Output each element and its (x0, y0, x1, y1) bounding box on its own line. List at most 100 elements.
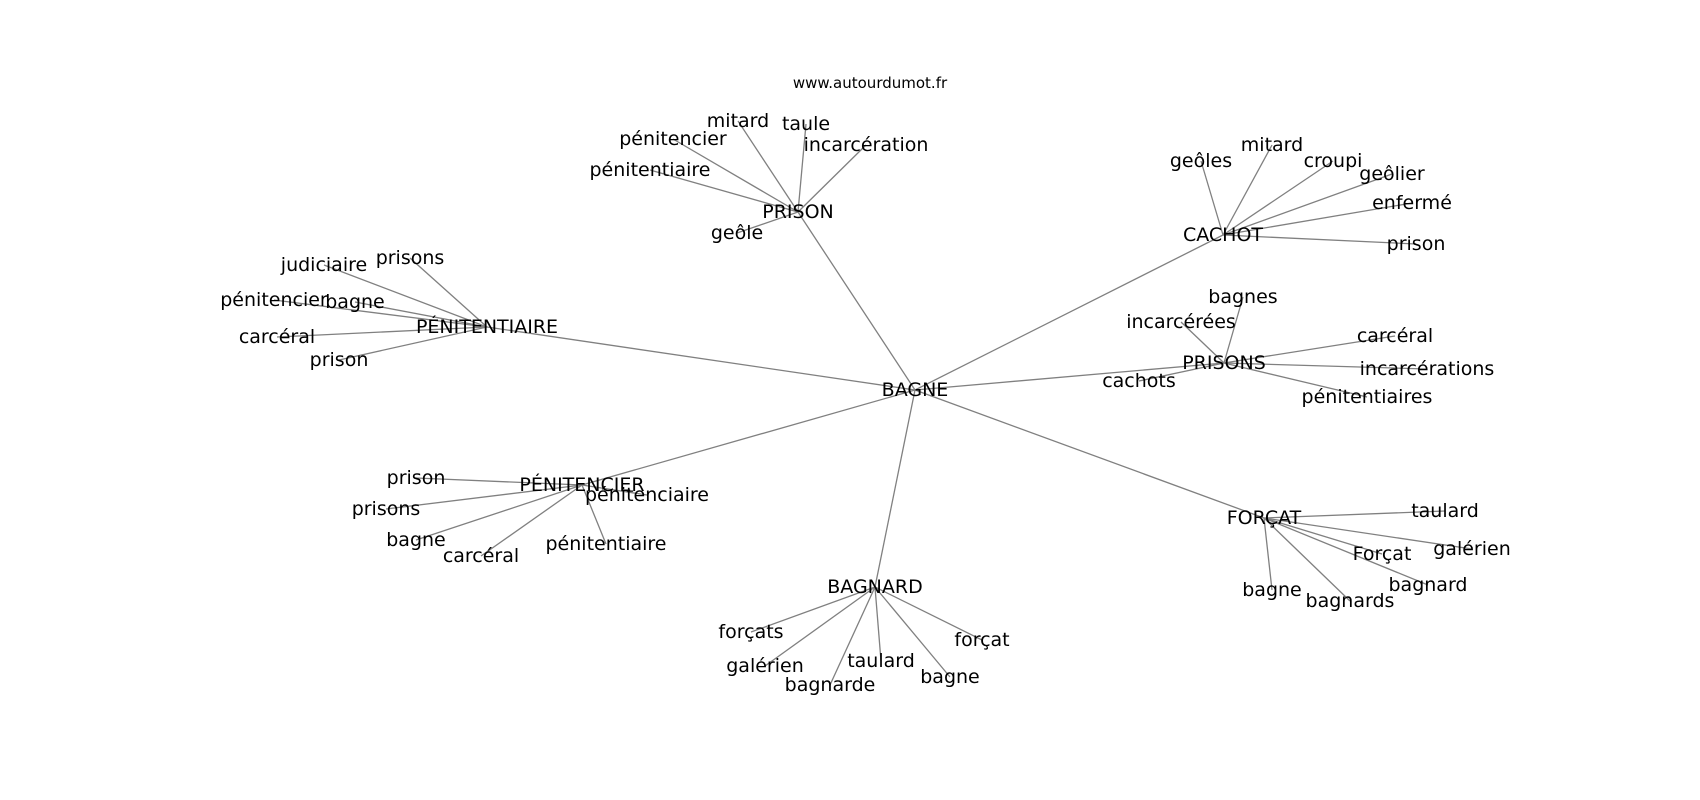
edge-penitentiaire-judiciaire (323, 264, 488, 328)
edge-forcat-forcat (1263, 517, 1383, 555)
leaf-node-penitentiaire: pénitentiaire (546, 533, 667, 555)
edge-bagnard-taulard (874, 586, 882, 662)
hub-node-penitentiaire: PÉNITENTIAIRE (416, 315, 558, 338)
hub-node-prison: PRISON (762, 201, 834, 223)
leaf-node-bagnarde: bagnarde (785, 674, 876, 696)
leaf-node-penitencier: pénitencier (619, 128, 727, 150)
leaf-node-carceral: carcéral (443, 545, 519, 567)
edge-prisons-bagnes (1223, 296, 1244, 364)
leaf-node-bagne: bagne (920, 666, 980, 688)
edge-penitencier-prisons (385, 484, 583, 510)
leaf-node-taulard: taulard (847, 650, 915, 672)
edge-forcat-taulard (1263, 510, 1446, 519)
edge-center-cachot (914, 234, 1224, 391)
edge-cachot-geolier (1222, 173, 1393, 236)
edge-bagnard-bagne (874, 586, 951, 678)
leaf-node-incarcerees: incarcérées (1126, 311, 1236, 333)
leaf-node-judiciaire: judiciaire (280, 254, 367, 276)
hub-node-prisons: PRISONS (1182, 352, 1266, 374)
leaf-node-incarcerations: incarcérations (1360, 358, 1495, 380)
edge-layer (273, 120, 1473, 686)
hub-node-cachot: CACHOT (1183, 224, 1263, 246)
edge-center-prisons (914, 362, 1225, 391)
edge-forcat-bagnard (1263, 517, 1429, 586)
leaf-node-carceral: carcéral (239, 326, 315, 348)
edge-penitentiaire-penitencier (273, 299, 488, 328)
edge-penitencier-carceral (480, 484, 583, 557)
hub-node-forcat: FORÇAT (1227, 507, 1302, 529)
edge-prisons-cachots (1138, 362, 1225, 382)
edge-cachot-croupi (1222, 160, 1334, 236)
edge-penitentiaire-prisons (409, 257, 488, 328)
leaf-node-bagne: bagne (386, 529, 446, 551)
edge-center-penitentiaire (486, 326, 916, 391)
edge-prison-geole (736, 211, 799, 234)
edge-center-penitencier (581, 389, 916, 486)
edge-bagnard-forcats (750, 586, 876, 633)
leaf-node-forcat: forçat (954, 629, 1009, 651)
leaf-node-forcats: forçats (718, 621, 783, 643)
edge-prisons-incarcerations (1223, 362, 1428, 370)
leaf-node-taulard: taulard (1411, 500, 1479, 522)
site-url: www.autourdumot.fr (793, 74, 948, 92)
leaf-node-galerien: galérien (1433, 538, 1511, 560)
edge-penitentiaire-bagne (354, 301, 488, 328)
edge-forcat-bagne (1263, 517, 1273, 591)
edge-bagnard-galerien (764, 586, 876, 667)
edge-penitencier-penitenciaire (581, 484, 648, 496)
center-node-label: BAGNE (882, 379, 949, 401)
edge-bagnard-bagnarde (829, 586, 876, 686)
leaf-node-penitenciaire: pénitenciaire (585, 484, 709, 506)
edge-cachot-geoles (1200, 160, 1224, 236)
leaf-node-bagnards: bagnards (1306, 590, 1395, 612)
edge-cachot-enferme (1222, 202, 1413, 236)
edge-prison-penitentiaire (649, 169, 799, 213)
leaf-node-forcat: Forçat (1353, 543, 1412, 565)
edge-cachot-prison (1222, 234, 1417, 245)
leaf-node-enferme: enfermé (1372, 192, 1452, 214)
leaf-node-geolier: geôlier (1359, 163, 1425, 185)
label-layer: BAGNE PRISON mitard taule pénitencier incarcé… (220, 110, 1510, 696)
leaf-node-prison: prison (310, 349, 369, 371)
leaf-node-prison: prison (1387, 233, 1446, 255)
edge-penitencier-prison (415, 477, 583, 486)
edge-penitentiaire-prison (338, 326, 488, 361)
leaf-node-prisons: prisons (376, 247, 445, 269)
leaf-node-bagnes: bagnes (1208, 286, 1277, 308)
leaf-node-penitentiaires: pénitentiaires (1302, 386, 1433, 408)
leaf-node-cachots: cachots (1102, 370, 1176, 392)
leaf-node-galerien: galérien (726, 655, 804, 677)
edge-bagnard-forcat (874, 586, 983, 641)
edge-center-prison (797, 211, 916, 391)
leaf-node-geole: geôle (711, 222, 763, 244)
leaf-node-penitentiaire: pénitentiaire (590, 159, 711, 181)
edge-prison-taule (797, 123, 807, 213)
leaf-node-croupi: croupi (1304, 150, 1363, 172)
edge-center-forcat (914, 389, 1265, 519)
edge-penitentiaire-carceral (276, 326, 488, 338)
leaf-node-bagne: bagne (1242, 579, 1302, 601)
leaf-node-prisons: prisons (352, 498, 421, 520)
leaf-node-taule: taule (782, 113, 830, 135)
leaf-node-penitencier: pénitencier (220, 289, 328, 311)
leaf-node-geoles: geôles (1170, 150, 1232, 172)
edge-penitencier-bagne (415, 484, 583, 541)
edge-cachot-mitard (1222, 144, 1273, 236)
leaf-node-prison: prison (387, 467, 446, 489)
leaf-node-mitard: mitard (707, 110, 769, 132)
edge-prisons-carceral (1223, 335, 1396, 364)
edge-prison-mitard (737, 120, 799, 213)
leaf-node-bagne: bagne (325, 291, 385, 313)
leaf-node-carceral: carcéral (1357, 325, 1433, 347)
edge-penitencier-penitentiaire (581, 484, 607, 545)
hub-node-penitencier: PÉNITENCIER (519, 473, 644, 496)
leaf-node-incarceration: incarcération (804, 134, 929, 156)
leaf-node-mitard: mitard (1241, 134, 1303, 156)
edge-prisons-incarcerees (1180, 321, 1225, 364)
edge-prison-incarceration (797, 144, 867, 213)
edge-forcat-galerien (1263, 517, 1473, 550)
leaf-node-bagnard: bagnard (1389, 574, 1468, 596)
edge-center-bagnard (874, 389, 916, 588)
